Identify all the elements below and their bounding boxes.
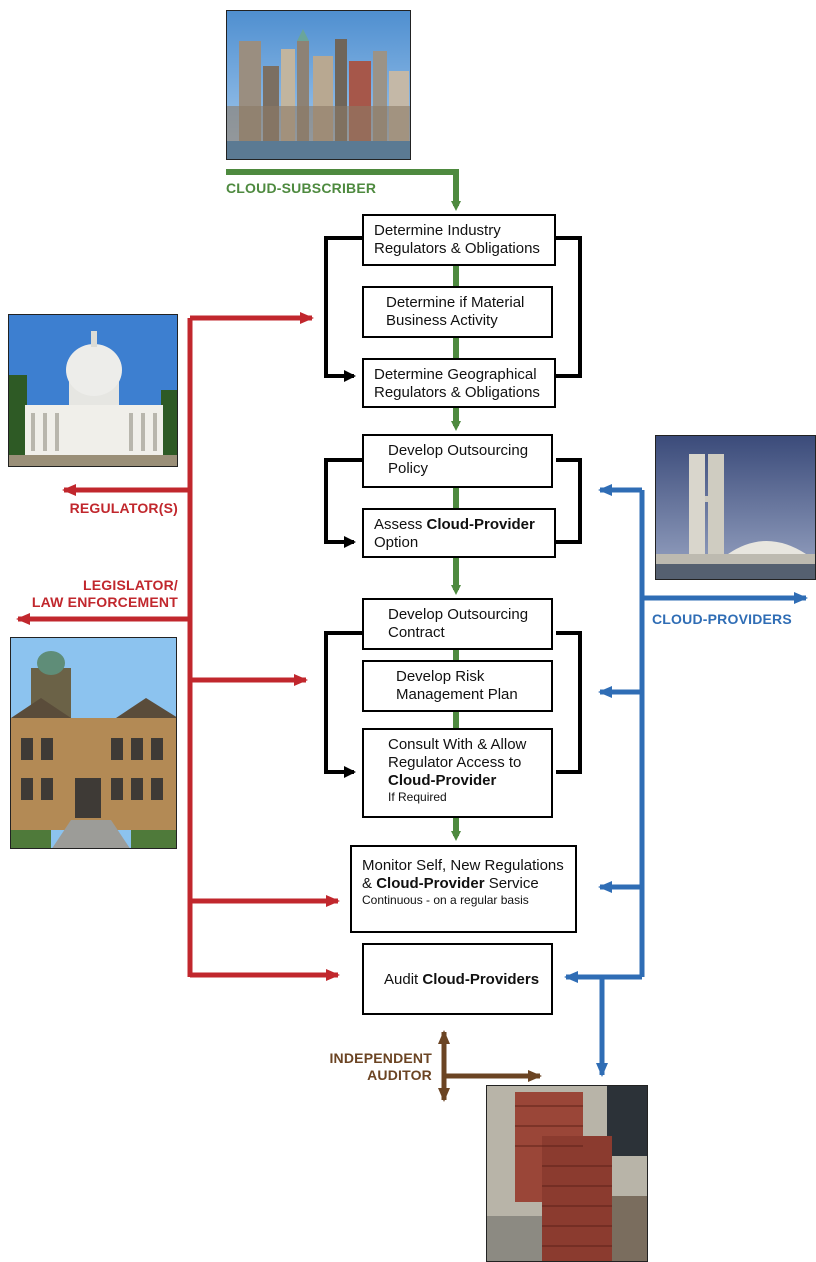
auditor-label-line2: AUDITOR bbox=[367, 1067, 432, 1083]
step-consult-regulator-access: Consult With & Allow Regulator Access to… bbox=[362, 728, 553, 818]
step5-bold: Cloud-Provider bbox=[426, 516, 535, 533]
blue-flow bbox=[564, 484, 808, 1077]
twin-towers-congress-photo bbox=[655, 435, 816, 580]
step-audit-cloud-providers: Audit Cloud-Providers bbox=[362, 943, 553, 1015]
legislator-label: LEGISLATOR/ LAW ENFORCEMENT bbox=[20, 577, 178, 611]
step8-bold: Cloud-Provider bbox=[388, 772, 497, 789]
legislator-label-line1: LEGISLATOR/ bbox=[82, 577, 178, 593]
step1-line1: Determine Industry bbox=[374, 222, 501, 239]
step10-pre: Audit bbox=[384, 971, 423, 988]
brown-flow bbox=[438, 1030, 542, 1102]
step3-line1: Determine Geographical bbox=[374, 366, 537, 383]
step2-line2: Business Activity bbox=[386, 312, 498, 329]
step6-line2: Contract bbox=[388, 624, 445, 641]
step4-line2: Policy bbox=[388, 460, 429, 477]
loop-brackets bbox=[324, 236, 582, 778]
step9-post2: Service bbox=[484, 875, 539, 892]
step9-line1: Monitor Self, New Regulations bbox=[362, 857, 564, 874]
step-assess-cloud-provider-option: Assess Cloud-Provider Option bbox=[362, 508, 556, 558]
step-monitor-self-regulations: Monitor Self, New Regulations & Cloud-Pr… bbox=[350, 845, 577, 933]
step8-line1: Consult With & Allow bbox=[388, 736, 527, 753]
loop-left-3 bbox=[324, 631, 362, 778]
step-develop-outsourcing-policy: Develop Outsourcing Policy bbox=[362, 434, 553, 488]
step6-line1: Develop Outsourcing bbox=[388, 606, 529, 623]
cloud-providers-label: CLOUD-PROVIDERS bbox=[652, 611, 792, 627]
office-tower-photo bbox=[486, 1085, 648, 1262]
step9-pre2: & bbox=[362, 875, 377, 892]
independent-auditor-label: INDEPENDENT AUDITOR bbox=[300, 1050, 432, 1084]
step-develop-outsourcing-contract: Develop Outsourcing Contract bbox=[362, 598, 553, 650]
step10-bold: Cloud-Providers bbox=[422, 971, 540, 988]
auditor-label-line1: INDEPENDENT bbox=[329, 1050, 432, 1066]
step-determine-industry-regulators: Determine Industry Regulators & Obligati… bbox=[362, 214, 556, 266]
legislator-label-line2: LAW ENFORCEMENT bbox=[31, 594, 178, 610]
subscriber-arrow bbox=[226, 169, 461, 211]
step4-line1: Develop Outsourcing bbox=[388, 442, 529, 459]
step2-line1: Determine if Material bbox=[386, 294, 525, 311]
step7-line2: Management Plan bbox=[396, 686, 518, 703]
step1-line2: Regulators & Obligations bbox=[374, 240, 540, 257]
loop-right-2 bbox=[556, 458, 582, 544]
step-determine-material-activity: Determine if Material Business Activity bbox=[362, 286, 553, 338]
step7-line1: Develop Risk bbox=[396, 668, 485, 685]
step-develop-risk-management-plan: Develop Risk Management Plan bbox=[362, 660, 553, 712]
loop-right-3 bbox=[556, 631, 582, 774]
loop-left-2 bbox=[324, 458, 362, 548]
capitol-dome-photo bbox=[8, 314, 178, 467]
red-flow bbox=[16, 312, 340, 981]
step8-small: If Required bbox=[388, 790, 447, 804]
step5-pre: Assess bbox=[374, 516, 427, 533]
step9-bold: Cloud-Provider bbox=[376, 875, 485, 892]
loop-left-1 bbox=[324, 236, 362, 382]
step8-line2: Regulator Access to bbox=[388, 754, 522, 771]
green-flow bbox=[226, 169, 461, 841]
step9-small: Continuous - on a regular basis bbox=[362, 893, 529, 907]
step-determine-geographical-regulators: Determine Geographical Regulators & Obli… bbox=[362, 358, 556, 408]
step3-line2: Regulators & Obligations bbox=[374, 384, 540, 401]
cloud-subscriber-label: CLOUD-SUBSCRIBER bbox=[226, 180, 377, 196]
regulators-label: REGULATOR(S) bbox=[69, 500, 178, 516]
courthouse-photo bbox=[10, 637, 177, 849]
step5-line2: Option bbox=[374, 534, 419, 551]
loop-right-1 bbox=[556, 236, 582, 378]
city-skyline-photo bbox=[226, 10, 411, 160]
